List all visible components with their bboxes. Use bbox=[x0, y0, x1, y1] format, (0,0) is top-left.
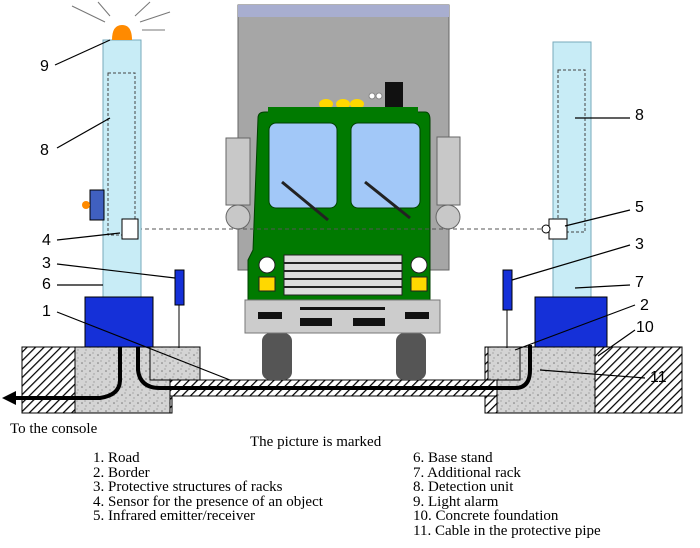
legend-right: 6. Base stand 7. Additional rack 8. Dete… bbox=[413, 451, 601, 539]
cable bbox=[75, 345, 532, 400]
callout-1: 1 bbox=[42, 303, 51, 320]
legend-item: 11. Cable in the protective pipe bbox=[413, 522, 601, 539]
legend-item: 4. Sensor for the presence of an object bbox=[93, 493, 323, 510]
callout-8-left: 8 bbox=[40, 142, 49, 159]
callout-6: 6 bbox=[42, 276, 51, 293]
legend-item: 1. Road bbox=[93, 450, 140, 466]
callout-3-right: 3 bbox=[635, 236, 644, 253]
callout-2: 2 bbox=[640, 297, 649, 314]
callout-5: 5 bbox=[635, 199, 644, 216]
windshield-left bbox=[268, 122, 338, 209]
console-label: To the console bbox=[10, 421, 98, 437]
legend-item: 10. Concrete foundation bbox=[413, 508, 559, 525]
windshield-right bbox=[350, 122, 421, 209]
callout-9: 9 bbox=[40, 58, 49, 75]
legend-item: 7. Additional rack bbox=[413, 464, 521, 481]
callout-4: 4 bbox=[42, 232, 51, 249]
callout-10: 10 bbox=[636, 319, 654, 336]
legend-item: 6. Base stand bbox=[413, 450, 493, 466]
caption: The picture is marked bbox=[250, 434, 382, 450]
arrow-icon bbox=[2, 391, 16, 405]
legend-item: 8. Detection unit bbox=[413, 479, 514, 496]
legend-item: 2. Border bbox=[93, 464, 150, 481]
light-alarm-icon bbox=[112, 25, 132, 40]
right-rack bbox=[502, 41, 608, 348]
legend-item: 5. Infrared emitter/receiver bbox=[93, 508, 255, 525]
callout-11: 11 bbox=[650, 369, 667, 386]
leader-lines bbox=[54, 39, 646, 381]
callout-3-left: 3 bbox=[42, 255, 51, 272]
legend-item: 3. Protective structures of racks bbox=[93, 479, 283, 496]
legend-left: 1. Road 2. Border 3. Protective structur… bbox=[93, 451, 323, 524]
legend-item: 9. Light alarm bbox=[413, 493, 499, 510]
callout-7: 7 bbox=[635, 274, 644, 291]
callout-8-right: 8 bbox=[635, 107, 644, 124]
left-rack bbox=[71, 1, 185, 348]
ground bbox=[21, 346, 683, 414]
